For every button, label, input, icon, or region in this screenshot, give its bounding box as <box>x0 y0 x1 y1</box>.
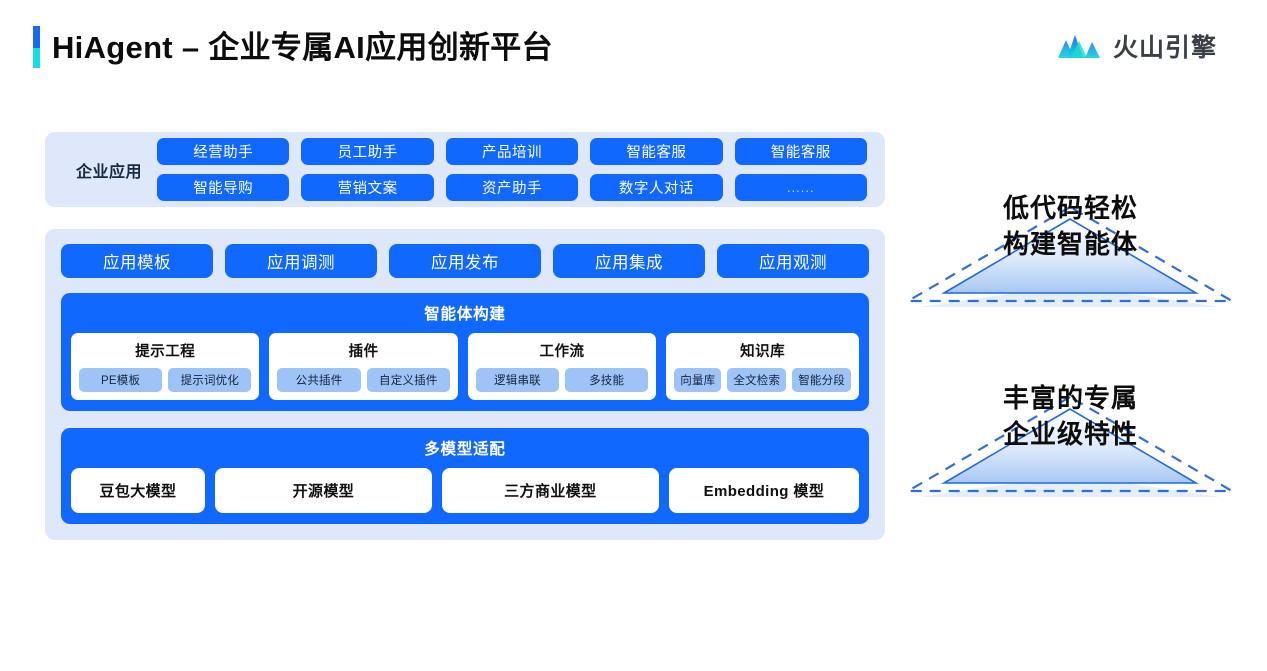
capability-button[interactable]: 应用调测 <box>225 244 377 278</box>
chip[interactable]: 自定义插件 <box>366 368 450 392</box>
card-chips: 向量库 全文检索 智能分段 <box>674 368 851 392</box>
agent-build-card-knowledge-base[interactable]: 知识库 向量库 全文检索 智能分段 <box>666 333 859 400</box>
chip[interactable]: 公共插件 <box>277 368 361 392</box>
model-card[interactable]: 开源模型 <box>214 468 432 513</box>
model-card[interactable]: Embedding 模型 <box>668 468 859 513</box>
app-button[interactable]: 经营助手 <box>157 138 290 165</box>
callout-line-2: 构建智能体 <box>1002 228 1138 259</box>
enterprise-apps-panel: 企业应用 经营助手 员工助手 产品培训 智能客服 智能客服 智能导购 营销文案 … <box>45 132 885 207</box>
app-button[interactable]: 智能客服 <box>590 138 723 165</box>
multi-model-title: 多模型适配 <box>424 441 506 458</box>
model-cards: 豆包大模型 开源模型 三方商业模型 Embedding 模型 <box>71 468 859 513</box>
agent-build-card-workflow[interactable]: 工作流 逻辑串联 多技能 <box>467 333 657 400</box>
model-card[interactable]: 豆包大模型 <box>71 468 205 513</box>
brand-name: 火山引擎 <box>1112 34 1217 62</box>
card-title: 提示工程 <box>135 344 196 360</box>
capability-button[interactable]: 应用集成 <box>553 244 705 278</box>
chip[interactable]: 全文检索 <box>727 368 787 392</box>
multi-model-section: 多模型适配 豆包大模型 开源模型 三方商业模型 Embedding 模型 <box>61 428 869 524</box>
card-chips: 公共插件 自定义插件 <box>277 368 450 392</box>
agent-build-card-plugins[interactable]: 插件 公共插件 自定义插件 <box>269 333 458 400</box>
chip[interactable]: 提示词优化 <box>168 368 252 392</box>
card-chips: PE模板 提示词优化 <box>79 368 252 392</box>
app-button[interactable]: 营销文案 <box>301 174 434 201</box>
callout-enterprise-features: 丰富的专属 企业级特性 <box>898 375 1243 505</box>
title-accent-bar <box>33 26 40 68</box>
callout-text: 丰富的专属 企业级特性 <box>898 381 1243 453</box>
pyramid-graphic-icon <box>903 205 1237 307</box>
capability-button[interactable]: 应用发布 <box>389 244 541 278</box>
app-button[interactable]: 智能导购 <box>157 174 290 201</box>
volcano-mountain-icon <box>1057 29 1102 64</box>
chip[interactable]: PE模板 <box>79 368 163 392</box>
chip[interactable]: 多技能 <box>565 368 649 392</box>
pyramid-graphic-icon <box>903 395 1237 497</box>
agent-build-cards: 提示工程 PE模板 提示词优化 插件 公共插件 自定义插件 工作流 <box>71 333 859 400</box>
platform-architecture-diagram: 企业应用 经营助手 员工助手 产品培训 智能客服 智能客服 智能导购 营销文案 … <box>45 132 885 540</box>
capability-button[interactable]: 应用模板 <box>61 244 213 278</box>
title-block: HiAgent – 企业专属AI应用创新平台 <box>33 26 553 68</box>
page-title: HiAgent – 企业专属AI应用创新平台 <box>52 29 553 65</box>
card-title: 工作流 <box>539 344 585 360</box>
enterprise-apps-label: 企业应用 <box>75 163 142 181</box>
card-chips: 逻辑串联 多技能 <box>475 368 649 392</box>
app-button[interactable]: 产品培训 <box>445 138 579 165</box>
agent-build-section: 智能体构建 提示工程 PE模板 提示词优化 插件 公共插件 自定义插件 <box>61 293 869 411</box>
chip[interactable]: 向量库 <box>674 368 722 392</box>
callout-line-1: 低代码轻松 <box>1002 193 1138 223</box>
application-capability-row: 应用模板 应用调测 应用发布 应用集成 应用观测 <box>61 244 869 278</box>
app-button[interactable]: 数字人对话 <box>590 174 723 201</box>
page-header: HiAgent – 企业专属AI应用创新平台 <box>0 0 1267 95</box>
chip[interactable]: 逻辑串联 <box>475 368 560 392</box>
brand-logo: 火山引擎 <box>1057 28 1217 64</box>
card-title: 插件 <box>348 344 379 360</box>
callout-line-2: 企业级特性 <box>1002 418 1138 449</box>
platform-panel: 应用模板 应用调测 应用发布 应用集成 应用观测 智能体构建 提示工程 PE模板… <box>45 229 885 540</box>
app-button[interactable]: 智能客服 <box>734 138 867 165</box>
agent-build-title: 智能体构建 <box>424 306 506 323</box>
enterprise-apps-grid: 经营助手 员工助手 产品培训 智能客服 智能客服 智能导购 营销文案 资产助手 … <box>157 138 867 201</box>
app-button[interactable]: 员工助手 <box>301 138 434 165</box>
agent-build-card-prompt-engineering[interactable]: 提示工程 PE模板 提示词优化 <box>71 333 260 400</box>
model-card[interactable]: 三方商业模型 <box>441 468 659 513</box>
app-button[interactable]: 资产助手 <box>445 174 579 201</box>
chip[interactable]: 智能分段 <box>792 368 851 392</box>
capability-button[interactable]: 应用观测 <box>717 244 869 278</box>
callout-low-code: 低代码轻松 构建智能体 <box>898 185 1243 315</box>
callout-text: 低代码轻松 构建智能体 <box>898 191 1243 263</box>
card-title: 知识库 <box>740 344 786 360</box>
callout-line-1: 丰富的专属 <box>1002 383 1138 413</box>
app-button-more[interactable]: ...... <box>734 174 867 201</box>
